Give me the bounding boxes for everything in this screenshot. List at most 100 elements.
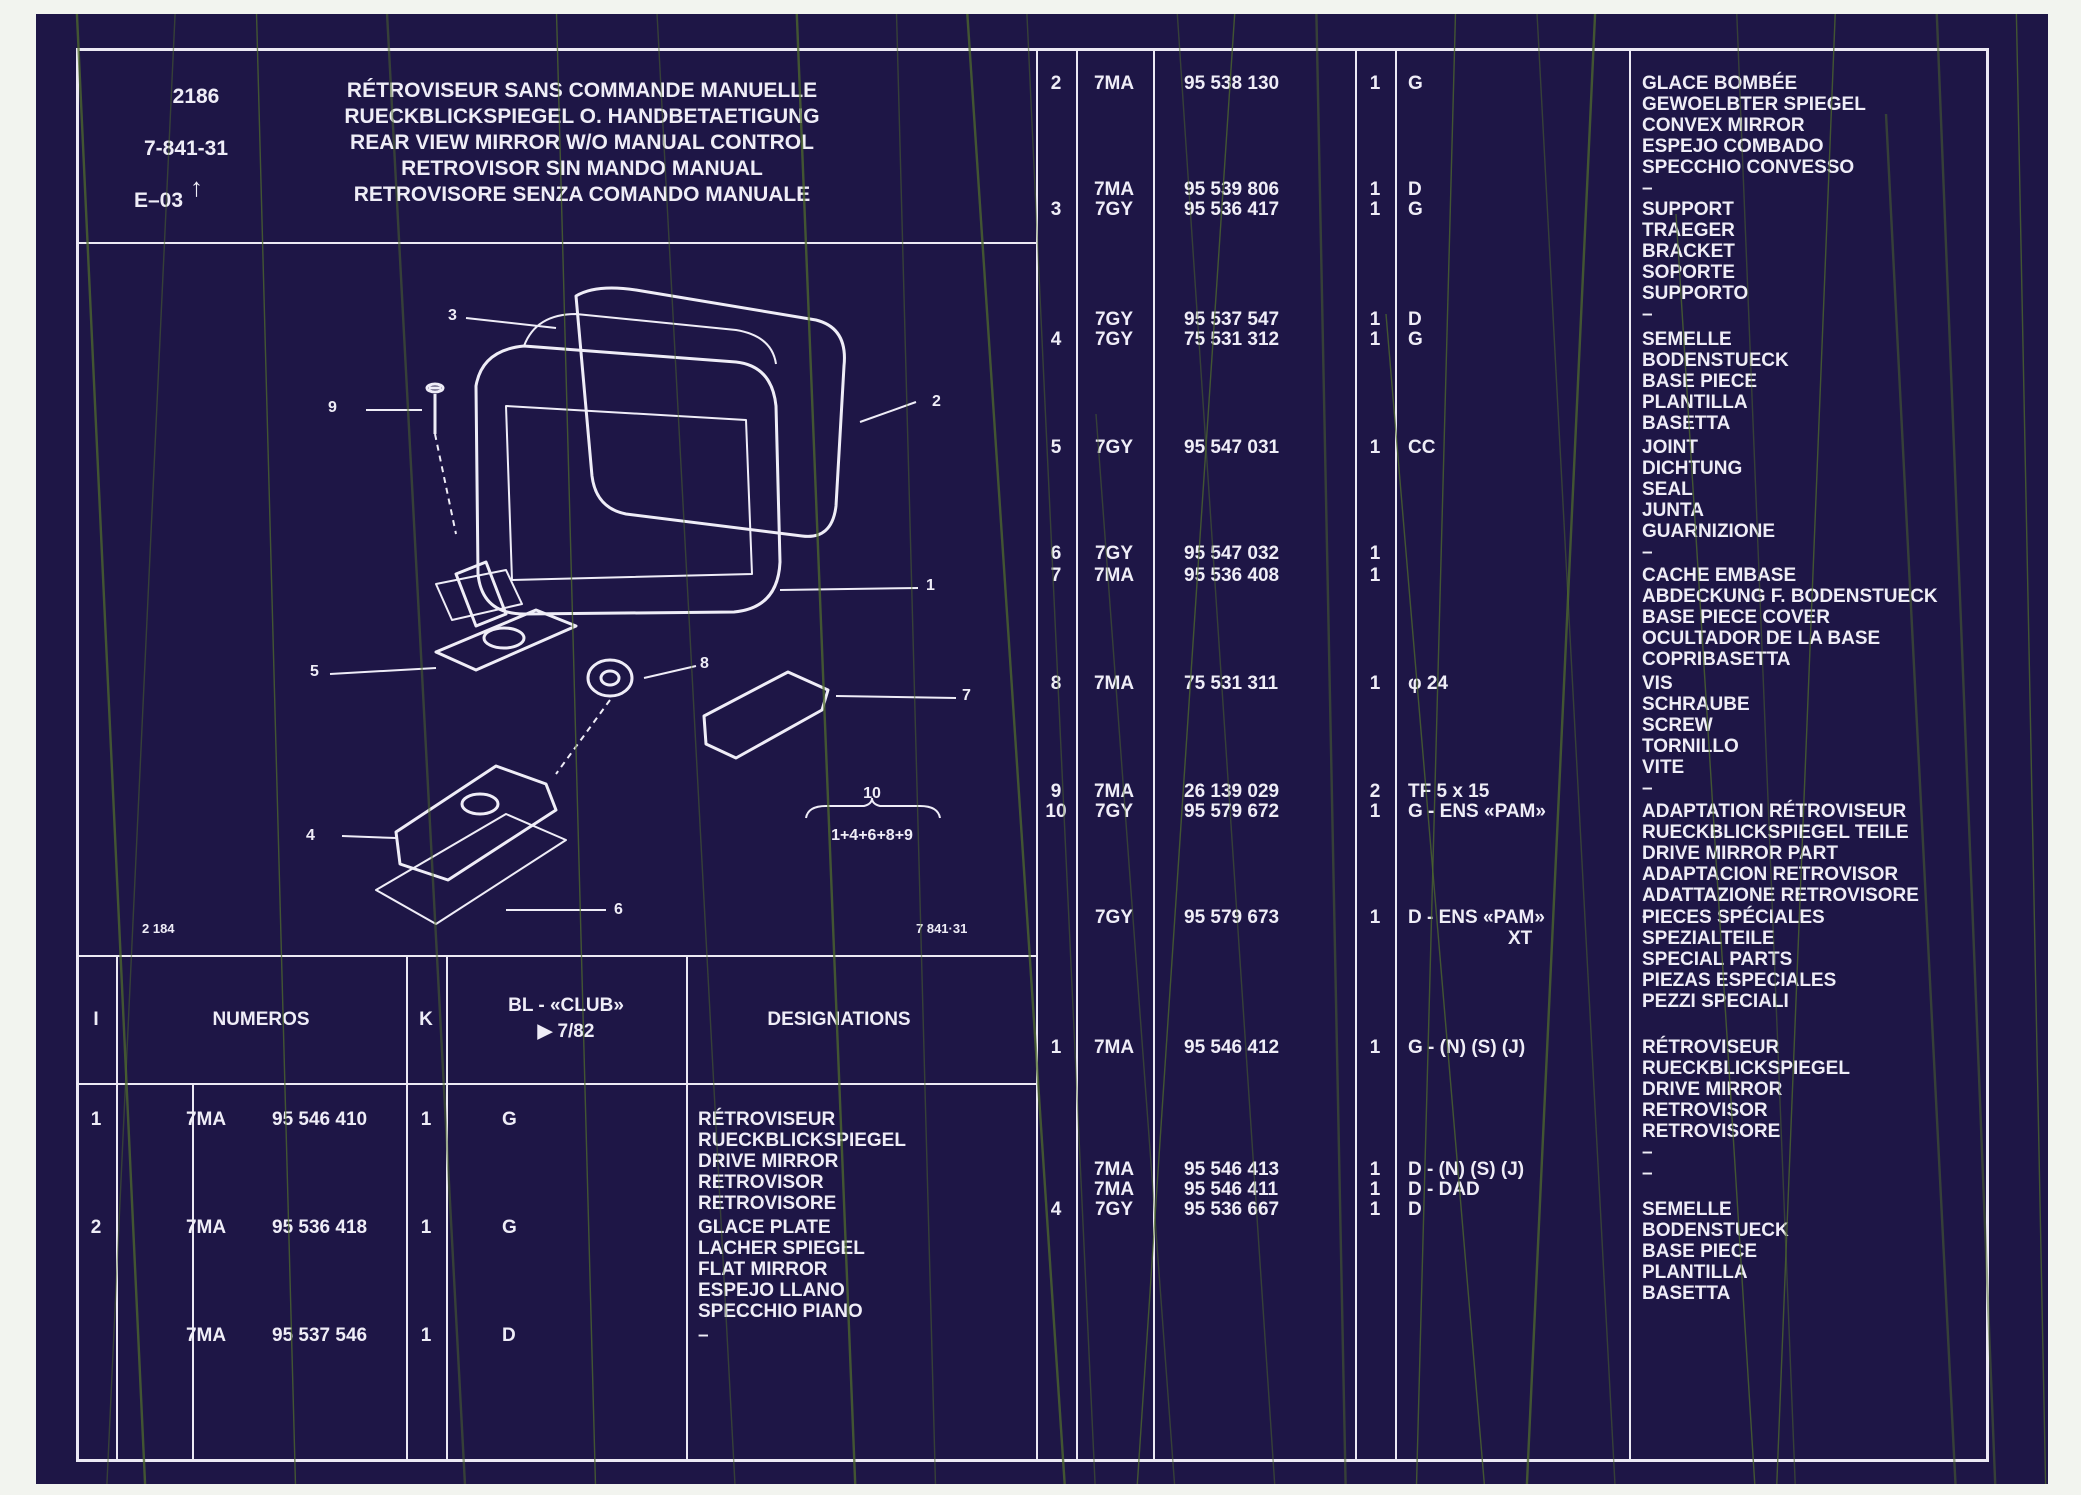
designation-line: SUPPORTO xyxy=(1642,283,1749,304)
designation-line: PEZZI SPECIALI xyxy=(1642,991,1789,1012)
designation-line: DICHTUNG xyxy=(1642,458,1743,479)
designation-line: RETROVISORE xyxy=(698,1193,837,1214)
bl-code: G xyxy=(502,1217,517,1238)
callout-5: 5 xyxy=(310,663,319,680)
quantity: 1 xyxy=(1369,309,1381,330)
bl-code: G xyxy=(1408,73,1423,94)
designation-line: GUARNIZIONE xyxy=(1642,521,1775,542)
nut-shape xyxy=(586,658,634,698)
bl-code: CC xyxy=(1408,437,1436,458)
part-number: 95 536 408 xyxy=(1184,565,1280,586)
designation-title: SUPPORT xyxy=(1642,199,1734,220)
designation-line: DRIVE MIRROR xyxy=(698,1151,839,1172)
designation-title: JOINT xyxy=(1642,437,1698,458)
designation-title: RÉTROVISEUR xyxy=(1642,1037,1780,1058)
designation-line: BASETTA xyxy=(1642,413,1731,434)
callout-3: 3 xyxy=(448,307,457,324)
quantity: 2 xyxy=(1369,781,1381,802)
designation-line: PLANTILLA xyxy=(1642,1262,1748,1283)
designation-line: DRIVE MIRROR PART xyxy=(1642,843,1838,864)
quantity: 1 xyxy=(1369,73,1381,94)
figure-ref-right: 7 841·31 xyxy=(916,921,968,936)
designation-line: DRIVE MIRROR xyxy=(1642,1079,1783,1100)
designation-title: GLACE BOMBÉE xyxy=(1642,73,1798,94)
col-header-k: K xyxy=(419,1009,433,1030)
quantity: 1 xyxy=(1369,179,1381,200)
designation-line: ESPEJO LLANO xyxy=(698,1280,845,1301)
callout-10: 10 xyxy=(863,785,881,802)
designation-title: VIS xyxy=(1642,673,1673,694)
bl-code: G - (N) (S) (J) xyxy=(1408,1037,1526,1058)
col-header-bl-2: ▶ 7/82 xyxy=(537,1021,595,1042)
part-number: 95 537 547 xyxy=(1184,309,1280,330)
designation-line: SCREW xyxy=(1642,715,1713,736)
gasket-shape xyxy=(375,813,567,925)
type-code: 7MA xyxy=(1093,565,1135,586)
quantity: 1 xyxy=(1369,1037,1381,1058)
bl-code: D xyxy=(502,1325,516,1346)
designation-line: SPECIAL PARTS xyxy=(1642,949,1793,970)
designation-line: SOPORTE xyxy=(1642,262,1735,283)
designation-line: SPECCHIO PIANO xyxy=(698,1301,863,1322)
quantity: 1 xyxy=(1369,907,1381,928)
quantity: 1 xyxy=(1369,565,1381,586)
designation-line: ADAPTACION RETROVISOR xyxy=(1642,864,1899,885)
bl-code: TF 5 x 15 xyxy=(1408,781,1490,802)
designation-title: – xyxy=(698,1325,709,1346)
type-code: 7MA xyxy=(1093,179,1135,200)
designation-line: BASE PIECE COVER xyxy=(1642,607,1830,628)
type-code: 7MA xyxy=(1093,1037,1135,1058)
type-code: 7GY xyxy=(1094,907,1134,928)
designation-line: – xyxy=(1642,178,1653,199)
item-index: 3 xyxy=(1050,199,1062,220)
designation-line: – xyxy=(1642,1163,1653,1184)
designation-line: SPEZIALTEILE xyxy=(1642,928,1775,949)
designation-line: ABDECKUNG F. BODENSTUECK xyxy=(1642,586,1938,607)
designation-line: JUNTA xyxy=(1642,500,1704,521)
part-number: 95 536 417 xyxy=(1184,199,1280,220)
type-code: 7MA xyxy=(1093,1179,1135,1200)
designation-line: ADATTAZIONE RETROVISORE xyxy=(1642,885,1919,906)
designation-title: RÉTROVISEUR xyxy=(698,1109,836,1130)
bl-code: D xyxy=(1408,309,1422,330)
quantity: 1 xyxy=(420,1325,432,1346)
part-number: 95 546 411 xyxy=(1184,1179,1279,1200)
callout-9: 9 xyxy=(328,399,337,416)
type-code: 7GY xyxy=(1094,199,1134,220)
right-col-line-bl xyxy=(1629,48,1631,1462)
quantity: 1 xyxy=(1369,673,1381,694)
blueprint-sheet: 2186 7-841-31 E–03 ↑ RÉTROVISEUR SANS CO… xyxy=(36,14,2048,1484)
designation-line: RUECKBLICKSPIEGEL xyxy=(698,1130,906,1151)
designation-line: BASE PIECE xyxy=(1642,1241,1758,1262)
quantity: 1 xyxy=(1369,1199,1381,1220)
part-number: 26 139 029 xyxy=(1184,781,1280,802)
designation-line: LACHER SPIEGEL xyxy=(698,1238,865,1259)
quantity: 1 xyxy=(1369,1159,1381,1180)
callout-7: 7 xyxy=(962,687,971,704)
designation-line: – xyxy=(1642,778,1653,799)
part-number: 95 537 546 xyxy=(272,1325,368,1346)
designation-line: TRAEGER xyxy=(1642,220,1735,241)
item-index: 5 xyxy=(1050,437,1062,458)
part-number: 95 579 672 xyxy=(1184,801,1280,822)
bl-code: G xyxy=(1408,329,1423,350)
item-index: 4 xyxy=(1050,329,1062,350)
designation-line: COPRIBASETTA xyxy=(1642,649,1791,670)
item-index: 6 xyxy=(1050,543,1062,564)
designation-line: – xyxy=(1642,1142,1653,1163)
part-number: 95 546 412 xyxy=(1184,1037,1280,1058)
type-code: 7MA xyxy=(1093,1159,1135,1180)
cover-shape xyxy=(702,670,830,760)
type-code: 7GY xyxy=(1094,801,1134,822)
type-code: 7GY xyxy=(1094,1199,1134,1220)
quantity: 1 xyxy=(420,1217,432,1238)
mirror-housing-shape xyxy=(474,344,782,616)
designation-line: VITE xyxy=(1642,757,1685,778)
type-code: 7GY xyxy=(1094,437,1134,458)
bracket-shape xyxy=(454,560,508,628)
part-number: 95 538 130 xyxy=(1184,73,1280,94)
type-code: 7GY xyxy=(1094,309,1134,330)
quantity: 1 xyxy=(1369,199,1381,220)
designation-line: ESPEJO COMBADO xyxy=(1642,136,1824,157)
item-index: 4 xyxy=(1050,1199,1062,1220)
